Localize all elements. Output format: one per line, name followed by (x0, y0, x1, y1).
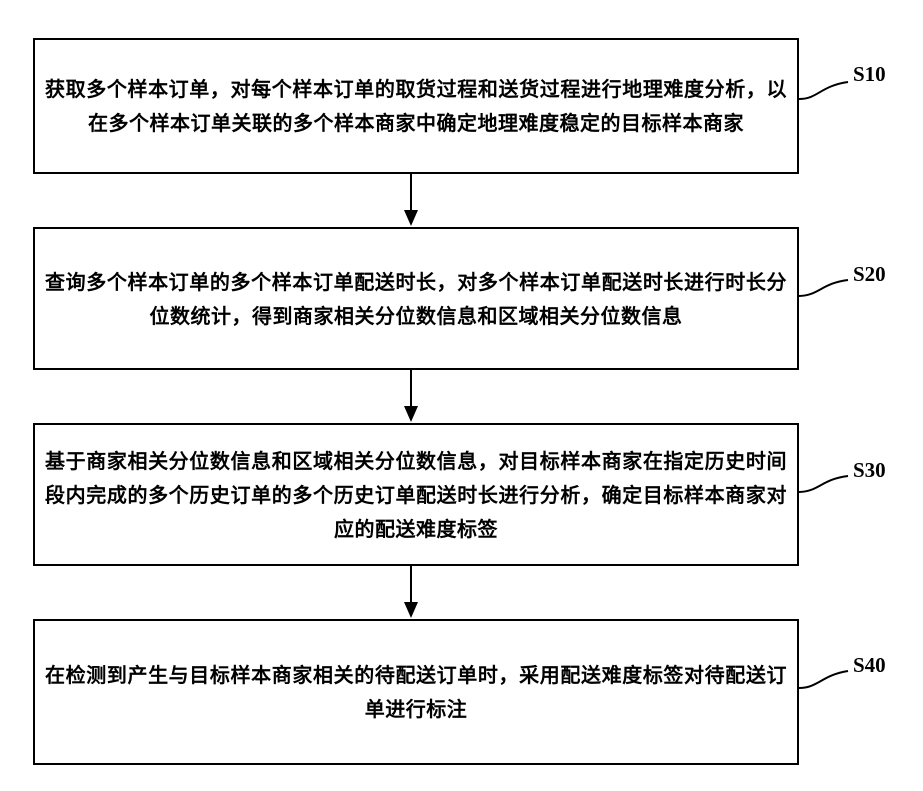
step-text-s10: 获取多个样本订单，对每个样本订单的取货过程和送货过程进行地理难度分析，以在多个样… (45, 72, 787, 140)
leader-line-s20 (799, 280, 848, 296)
arrow-s10-s20 (404, 174, 418, 226)
step-label-s40: S40 (853, 653, 886, 678)
arrow-s30-s40 (404, 566, 418, 618)
step-label-s30: S30 (853, 458, 886, 483)
step-label-s10: S10 (853, 62, 886, 87)
step-box-s10: 获取多个样本订单，对每个样本订单的取货过程和送货过程进行地理难度分析，以在多个样… (33, 38, 799, 174)
step-text-s40: 在检测到产生与目标样本商家相关的待配送订单时，采用配送难度标签对待配送订单进行标… (45, 658, 787, 726)
step-box-s20: 查询多个样本订单的多个样本订单配送时长，对多个样本订单配送时长进行时长分位数统计… (33, 227, 799, 370)
step-text-s30: 基于商家相关分位数信息和区域相关分位数信息，对目标样本商家在指定历史时间段内完成… (45, 444, 787, 546)
leader-line-s30 (799, 476, 848, 492)
step-text-s20: 查询多个样本订单的多个样本订单配送时长，对多个样本订单配送时长进行时长分位数统计… (45, 265, 787, 333)
leader-line-s10 (799, 82, 848, 99)
leader-line-s40 (799, 671, 848, 688)
arrow-s20-s30 (404, 370, 418, 422)
step-box-s40: 在检测到产生与目标样本商家相关的待配送订单时，采用配送难度标签对待配送订单进行标… (33, 619, 799, 765)
step-label-s20: S20 (853, 262, 886, 287)
step-box-s30: 基于商家相关分位数信息和区域相关分位数信息，对目标样本商家在指定历史时间段内完成… (33, 423, 799, 566)
